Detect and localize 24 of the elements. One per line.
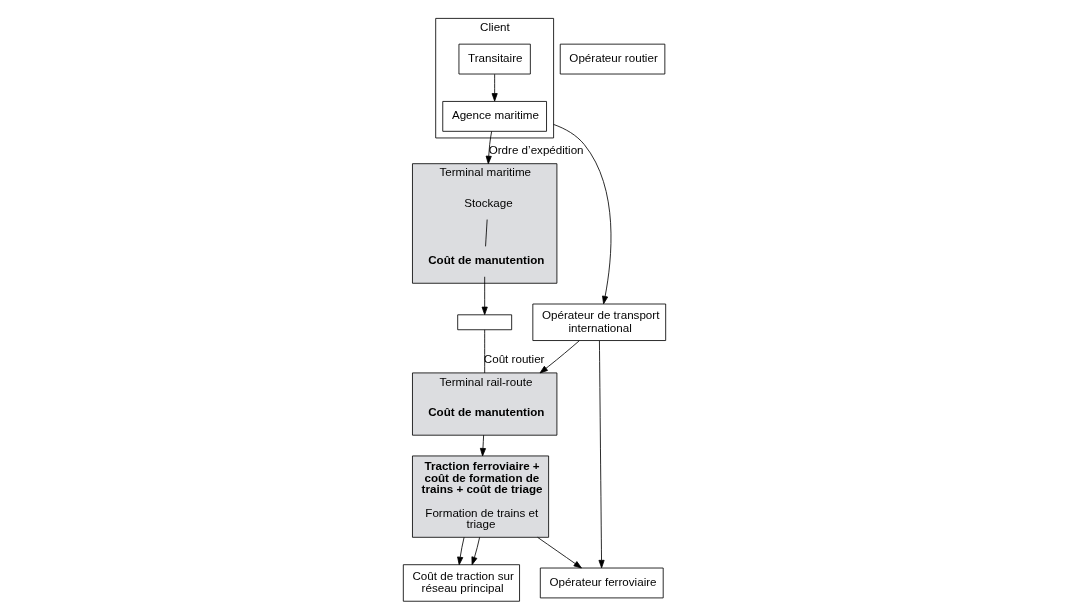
arrow [456,536,464,566]
node-box: Opérateur ferroviaire [539,567,664,599]
arrow [485,130,492,165]
node-text: Stockage [463,196,513,210]
node-box: Agence maritime [441,101,547,132]
arrow [471,536,480,566]
arrow [491,73,498,102]
edge-label: Ordre d’expédition [488,142,584,156]
node-box: Opérateur routier [559,43,665,75]
connector [484,219,488,247]
node-text: Coût de manutention [427,404,544,418]
arrow [479,434,486,457]
arrow [536,536,582,569]
arrow [539,340,580,374]
node-box: Transitaire [458,43,531,75]
arrow [598,340,605,569]
arrow [481,276,488,315]
node-box [456,314,512,331]
node-box: Coût de traction sur réseau principal [402,564,520,602]
connector [483,329,485,374]
arrow [552,124,611,305]
node-box: Traction ferroviaire + coût de formation de trains + coût de triage Formation de trains et triage [411,455,549,538]
node-text: Coût de manutention [427,252,544,266]
node-box: Opérateur de transport international [531,303,666,341]
